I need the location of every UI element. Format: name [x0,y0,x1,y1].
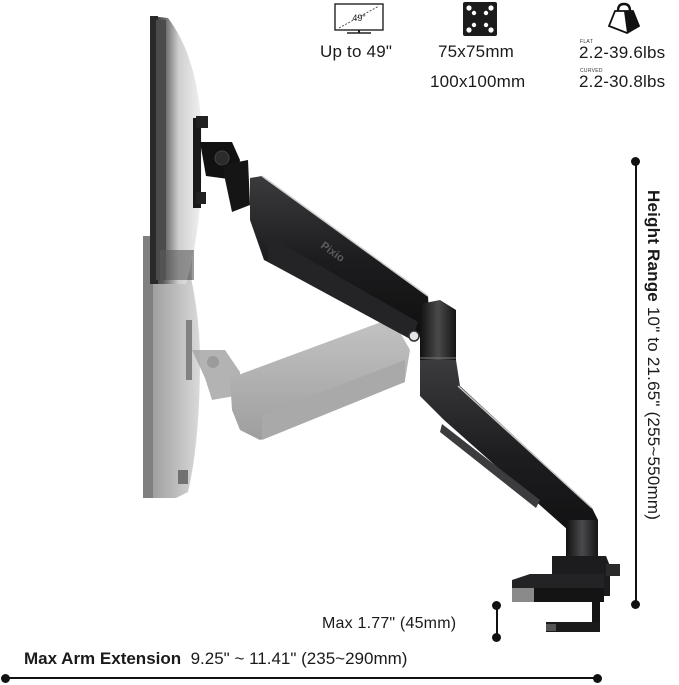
arm-elbow [420,300,456,360]
vesa-75-label: 75x75mm [438,42,515,61]
vesa-100-label: 100x100mm [430,72,526,91]
arm-upper-segment: Pixio [222,160,430,342]
arm-extension-title: Max Arm Extension [24,649,182,668]
arm-extension-line [5,677,597,679]
height-range-dot-bottom [631,600,640,609]
weight-icon [607,2,641,34]
weight-spec [607,2,641,34]
clamp-dim-dot-bottom [492,633,501,642]
height-range-line [635,162,637,604]
monitor-raised [150,16,203,284]
flat-caption: FLAT [580,39,594,45]
arm-extension-text: Max Arm Extension 9.25" ~ 11.41" (235~29… [24,649,407,669]
arm-lower-segment [420,360,598,552]
arm-extension-dot-right [593,674,602,683]
vesa-plate-icon [463,2,497,36]
curved-caption: CURVED [580,68,603,74]
height-range-dot-top [631,157,640,166]
height-range-value: 10" to 21.65" (255~550mm) [644,306,663,521]
flat-weight-value: 2.2-39.6lbs [579,43,666,62]
clamp-thickness-label: Max 1.77" (45mm) [322,615,457,632]
desk-clamp [512,520,620,632]
arm-lowered-ghost [192,318,410,440]
height-range-text: Height Range 10" to 21.65" (255~550mm) [643,190,663,520]
arm-extension-value: 9.25" ~ 11.41" (235~290mm) [190,649,408,668]
monitor-icon-size-text: 49" [352,13,365,23]
vesa-spec [463,2,497,36]
monitor-icon: 49" [334,3,384,34]
curved-weight-value: 2.2-30.8lbs [579,72,666,91]
screen-size-label: Up to 49" [320,42,393,61]
height-range-title: Height Range [644,190,663,302]
monitor-size-spec: 49" [333,3,385,35]
clamp-dim-line [496,605,498,637]
